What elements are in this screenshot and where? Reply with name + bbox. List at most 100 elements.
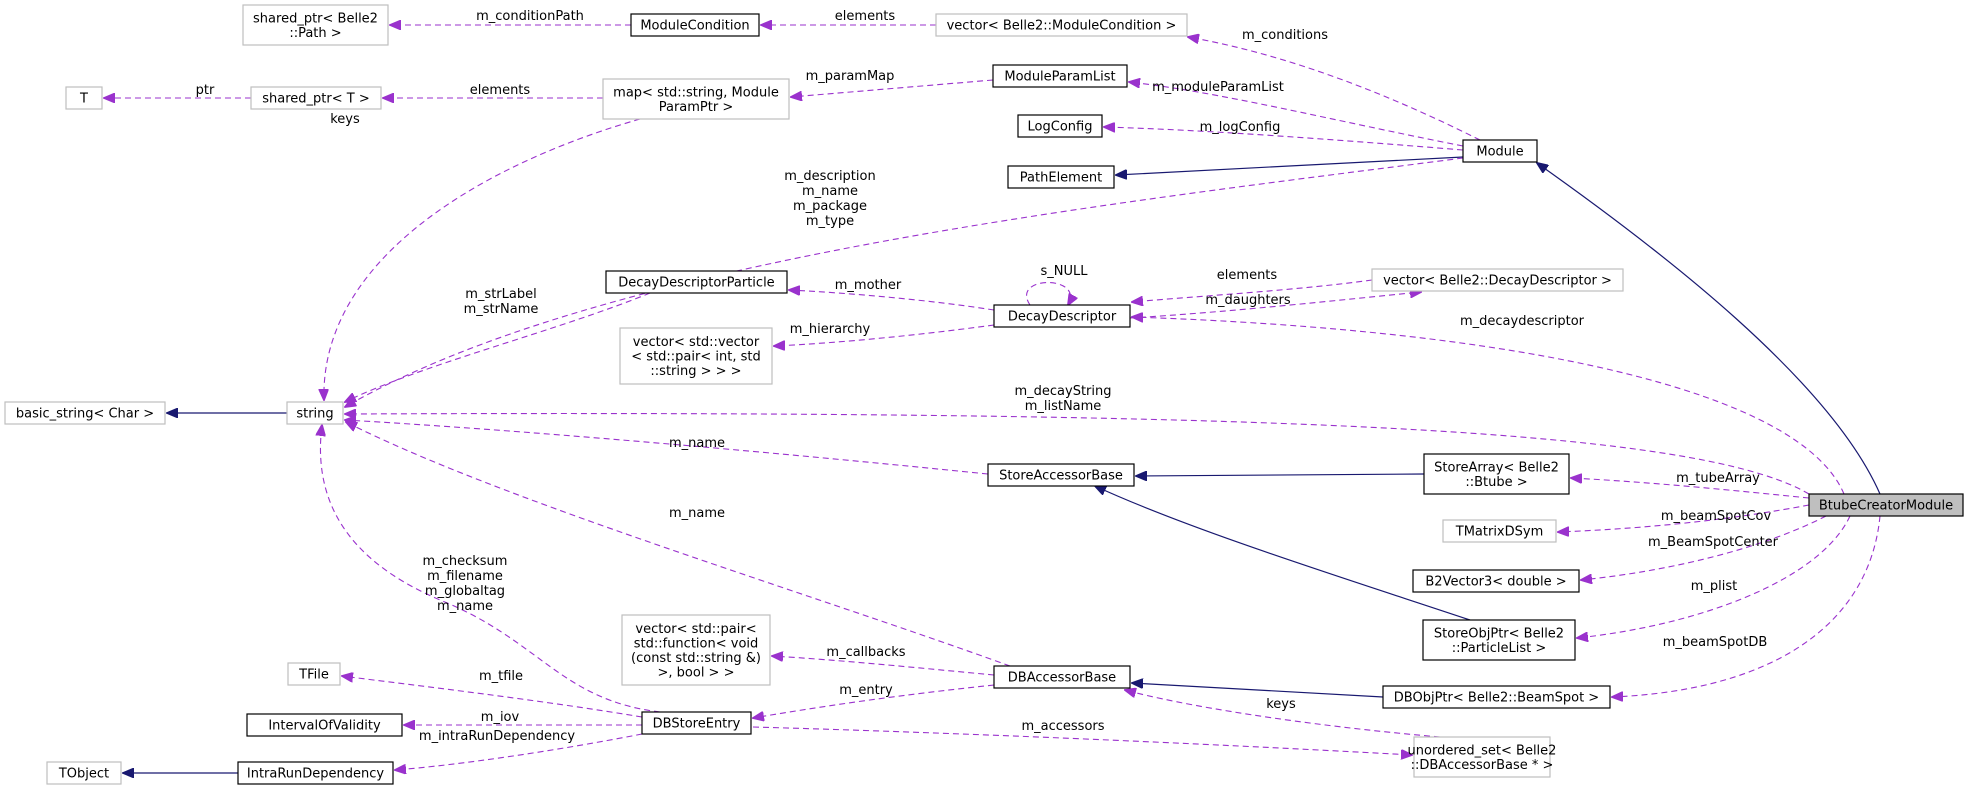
node-label: std::function< void [634, 636, 759, 651]
node-box [641, 711, 752, 735]
node-dbobj-beam[interactable]: DBObjPtr< Belle2::BeamSpot > [1382, 685, 1611, 709]
edge-logconfig: m_logConfig [1104, 120, 1464, 151]
node-dbse[interactable]: DBStoreEntry [641, 711, 752, 735]
node-vec-dd[interactable]: vector< Belle2::DecayDescriptor > [1371, 268, 1624, 292]
node-label: shared_ptr< Belle2 [253, 11, 378, 26]
node-label: TMatrixDSym [1455, 525, 1544, 540]
edge-label: s_NULL [1041, 264, 1089, 279]
edge-line [1136, 474, 1425, 476]
edge-label: elements [835, 9, 896, 24]
edge-tubearray: m_tubeArray [1571, 471, 1810, 499]
node-sa-btube[interactable]: StoreArray< Belle2::Btube > [1423, 453, 1570, 495]
node-box [1412, 569, 1580, 593]
edge-line [1116, 156, 1464, 175]
node-btubecreatormodule[interactable]: BtubeCreatorModule [1808, 493, 1964, 517]
edge-label: m_beamSpotCov [1661, 509, 1772, 524]
node-vec-pair[interactable]: vector< std::pair<std::function< void(co… [621, 614, 771, 686]
node-dbab[interactable]: DBAccessorBase [993, 665, 1131, 689]
node-box [1007, 165, 1115, 189]
edge-keys: keys [324, 112, 641, 400]
node-label: >, bool > > [658, 665, 735, 680]
node-tfile[interactable]: TFile [287, 662, 341, 686]
edge-label: m_description [784, 169, 875, 184]
node-box [1382, 685, 1611, 709]
edge-beamspotdb: m_beamSpotDB [1612, 515, 1881, 697]
node-box [246, 713, 403, 737]
node-label: Module [1476, 145, 1523, 160]
edge-line [324, 118, 641, 400]
node-moduleparamlist[interactable]: ModuleParamList [992, 64, 1128, 88]
edge-line [1129, 292, 1421, 319]
node-module[interactable]: Module [1462, 139, 1538, 163]
node-ird[interactable]: IntraRunDependency [237, 761, 394, 785]
edge-label: m_beamSpotDB [1663, 635, 1768, 650]
node-box [250, 86, 382, 110]
node-label: vector< Belle2::DecayDescriptor > [1383, 274, 1612, 289]
edge-label: m_name [437, 599, 493, 614]
node-tmatrixdsym[interactable]: TMatrixDSym [1442, 519, 1557, 543]
node-label: StoreArray< Belle2 [1434, 460, 1559, 475]
edge-label: m_accessors [1021, 719, 1104, 734]
node-b2vector3[interactable]: B2Vector3< double > [1412, 569, 1580, 593]
edge-line [1577, 515, 1851, 638]
edge-tfile: m_tfile [342, 669, 643, 718]
node-logconfig[interactable]: LogConfig [1017, 114, 1103, 138]
node-shared-path[interactable]: shared_ptr< Belle2::Path > [242, 4, 389, 46]
node-label: unordered_set< Belle2 [1408, 743, 1557, 758]
node-label: ::string > > > [650, 364, 741, 379]
node-string[interactable]: string [286, 401, 344, 425]
edge-label: m_moduleParamList [1152, 80, 1284, 95]
edge-line [1558, 504, 1810, 532]
node-t[interactable]: T [65, 86, 103, 110]
edge-sa-inherit [1136, 474, 1425, 476]
edge-line [752, 726, 1412, 755]
node-basic-string[interactable]: basic_string< Char > [4, 401, 166, 425]
node-box [602, 78, 790, 120]
edge-entry: m_entry [753, 683, 995, 718]
node-pathelement[interactable]: PathElement [1007, 165, 1115, 189]
node-modulecondition[interactable]: ModuleCondition [630, 13, 760, 37]
edge-line [1612, 515, 1881, 697]
node-sab[interactable]: StoreAccessorBase [987, 463, 1135, 487]
edge-label: m_globaltag [425, 584, 505, 599]
edge-line [789, 290, 995, 311]
node-sop-plist[interactable]: StoreObjPtr< Belle2::ParticleList > [1422, 619, 1576, 661]
node-label: map< std::string, Module [613, 85, 779, 100]
edge-label: m_type [806, 214, 854, 229]
edge-label: m_BeamSpotCenter [1648, 535, 1779, 550]
node-box [621, 614, 771, 686]
edge-line [345, 414, 1810, 495]
node-iov[interactable]: IntervalOfValidity [246, 713, 403, 737]
edge-line [772, 656, 995, 676]
edge-line [753, 684, 995, 718]
edge-decaydescriptor: m_decaydescriptor [1132, 314, 1845, 495]
edge-label: keys [330, 112, 360, 127]
edge-label: m_logConfig [1200, 120, 1281, 135]
node-label: ::Btube > [1465, 475, 1527, 490]
node-label: PathElement [1020, 171, 1102, 186]
node-uset[interactable]: unordered_set< Belle2::DBAccessorBase * … [1408, 736, 1557, 778]
edge-label: m_tfile [479, 669, 523, 684]
node-vec-vec[interactable]: vector< std::vector< std::pair< int, std… [619, 327, 773, 385]
edge-condpath: m_conditionPath [390, 9, 631, 25]
node-box [286, 401, 344, 425]
edge-line [342, 676, 643, 718]
edge-label: m_hierarchy [790, 322, 871, 337]
edge-label: m_name [669, 506, 725, 521]
edge-label: m_iov [481, 710, 520, 725]
node-label: StoreObjPtr< Belle2 [1434, 626, 1564, 641]
edge-sab-name: m_name [345, 420, 989, 475]
node-vec-modcond[interactable]: vector< Belle2::ModuleCondition > [935, 13, 1188, 37]
node-dd[interactable]: DecayDescriptor [993, 304, 1131, 328]
edge-conditions: m_conditions [1188, 28, 1481, 141]
node-tobject[interactable]: TObject [46, 761, 122, 785]
node-shared-t[interactable]: shared_ptr< T > [250, 86, 382, 110]
edge-label: m_entry [839, 683, 893, 698]
edge-line [346, 422, 1011, 667]
edge-line [395, 733, 643, 770]
node-ddp[interactable]: DecayDescriptorParticle [605, 270, 788, 294]
node-box [4, 401, 166, 425]
